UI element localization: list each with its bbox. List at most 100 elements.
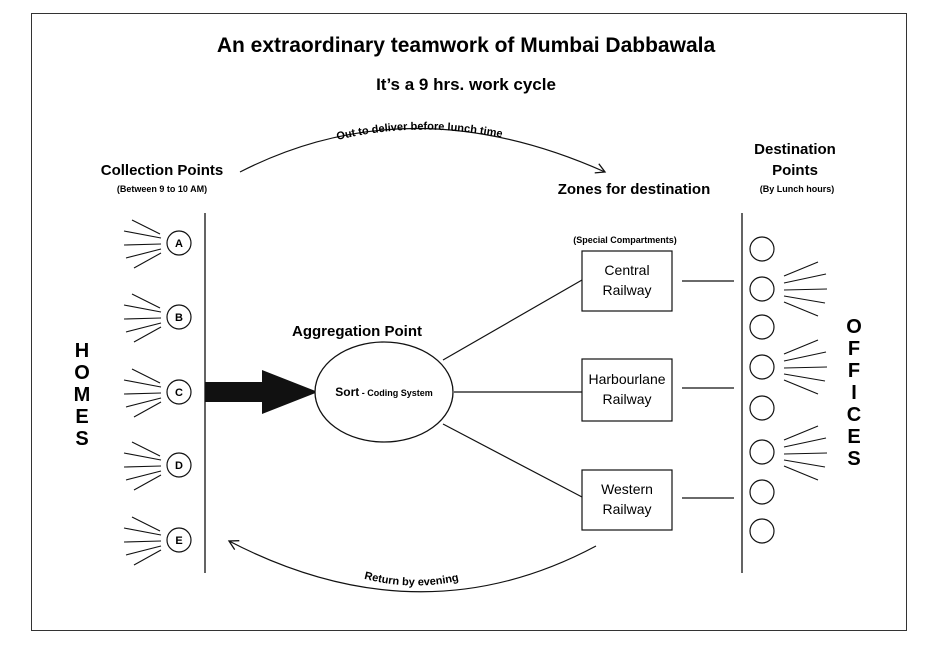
collection-circle	[166, 230, 192, 256]
office-circle	[749, 479, 775, 505]
railway-name-line2: Railway	[602, 282, 651, 298]
office-ray	[783, 301, 819, 317]
office-ray	[783, 273, 827, 284]
destination-heading-line2: Points	[772, 162, 818, 179]
railway-box-rect	[581, 358, 673, 422]
home-ray	[125, 397, 162, 408]
office-rays-3	[783, 425, 828, 481]
offices-label: O F F I C E S	[846, 316, 862, 470]
office-circle	[749, 354, 775, 380]
home-rays-e	[123, 516, 162, 566]
office-rays-2	[783, 339, 828, 395]
home-ray	[131, 368, 161, 384]
office-ray	[783, 465, 819, 481]
deliver-arc-text: Out to deliver before lunch time	[335, 121, 503, 143]
home-ray	[123, 392, 162, 395]
office-ray	[783, 261, 819, 277]
office-circle	[749, 276, 775, 302]
railway-box-rect	[581, 250, 673, 312]
aggregation-ellipse	[314, 341, 454, 443]
aggregation-heading: Aggregation Point	[292, 323, 422, 340]
offices-letter: E	[847, 426, 860, 448]
railway-box-harbourlane: Harbourlane Railway	[581, 358, 673, 422]
office-ray	[783, 452, 828, 455]
railway-name-line1: Western	[601, 481, 653, 497]
home-ray	[131, 219, 161, 235]
home-ray	[123, 465, 162, 468]
collection-letter: E	[175, 535, 182, 547]
office-ray	[783, 425, 819, 441]
home-ray	[131, 441, 161, 457]
collection-point-d: D	[166, 452, 192, 478]
office-ray	[783, 295, 826, 304]
home-ray	[123, 304, 162, 313]
home-ray	[133, 326, 162, 343]
home-ray	[123, 243, 162, 246]
home-rays-a	[123, 219, 162, 269]
home-rays-b	[123, 293, 162, 343]
railway-box-central: Central Railway	[581, 250, 673, 312]
sort-label: Sort - Coding System	[335, 385, 433, 399]
offices-letter: F	[848, 338, 860, 360]
return-arc	[227, 540, 597, 593]
office-circle	[749, 439, 775, 465]
homes-letter: H	[75, 340, 89, 362]
big-arrow	[205, 370, 318, 414]
collection-circle	[166, 527, 192, 553]
offices-letter: F	[848, 360, 860, 382]
diagram-subtitle: It’s a 9 hrs. work cycle	[376, 75, 556, 94]
home-ray	[133, 474, 162, 491]
collection-time-note: (Between 9 to 10 AM)	[117, 184, 207, 194]
home-rays-c	[123, 368, 162, 418]
offices-letter: C	[847, 404, 861, 426]
home-ray	[123, 527, 162, 536]
home-ray	[133, 549, 162, 566]
collection-letter: D	[175, 460, 183, 472]
office-circle	[749, 395, 775, 421]
home-ray	[123, 230, 162, 239]
home-ray	[131, 516, 161, 532]
home-rays-d	[123, 441, 162, 491]
railway-name-line1: Central	[604, 262, 649, 278]
collection-circle	[166, 379, 192, 405]
destination-heading-line1: Destination	[754, 141, 836, 158]
office-ray	[783, 459, 826, 468]
collection-letter: C	[175, 387, 183, 399]
home-ray	[125, 470, 162, 481]
homes-letter: E	[75, 406, 88, 428]
railway-name-line2: Railway	[602, 391, 651, 407]
office-circle	[749, 314, 775, 340]
home-ray	[125, 248, 162, 259]
railway-box-rect	[581, 469, 673, 531]
home-ray	[123, 540, 162, 543]
sort-word: Sort	[335, 385, 359, 399]
home-ray	[133, 401, 162, 418]
office-ray	[783, 288, 828, 291]
offices-letter: S	[847, 448, 860, 470]
office-rays-1	[783, 261, 828, 317]
home-ray	[123, 317, 162, 320]
railway-box-western: Western Railway	[581, 469, 673, 531]
deliver-arc-label: Out to deliver before lunch time	[335, 121, 503, 143]
diagram-frame	[31, 13, 907, 631]
offices-letter: I	[851, 382, 857, 404]
office-circles	[749, 236, 775, 544]
diagram-title: An extraordinary teamwork of Mumbai Dabb…	[217, 34, 716, 57]
collection-point-c: C	[166, 379, 192, 405]
coding-system-text: - Coding System	[359, 388, 433, 398]
collection-point-b: B	[166, 304, 192, 330]
zones-heading: Zones for destination	[558, 181, 711, 198]
office-ray	[783, 351, 827, 362]
home-ray	[133, 252, 162, 269]
office-ray	[783, 366, 828, 369]
home-ray	[123, 379, 162, 388]
collection-letter: A	[175, 238, 183, 250]
collection-letter: B	[175, 312, 183, 324]
office-ray	[783, 339, 819, 355]
homes-letter: M	[74, 384, 91, 406]
office-ray	[783, 437, 827, 448]
destination-time-note: (By Lunch hours)	[760, 184, 835, 194]
homes-letter: S	[75, 428, 88, 450]
collection-point-e: E	[166, 527, 192, 553]
